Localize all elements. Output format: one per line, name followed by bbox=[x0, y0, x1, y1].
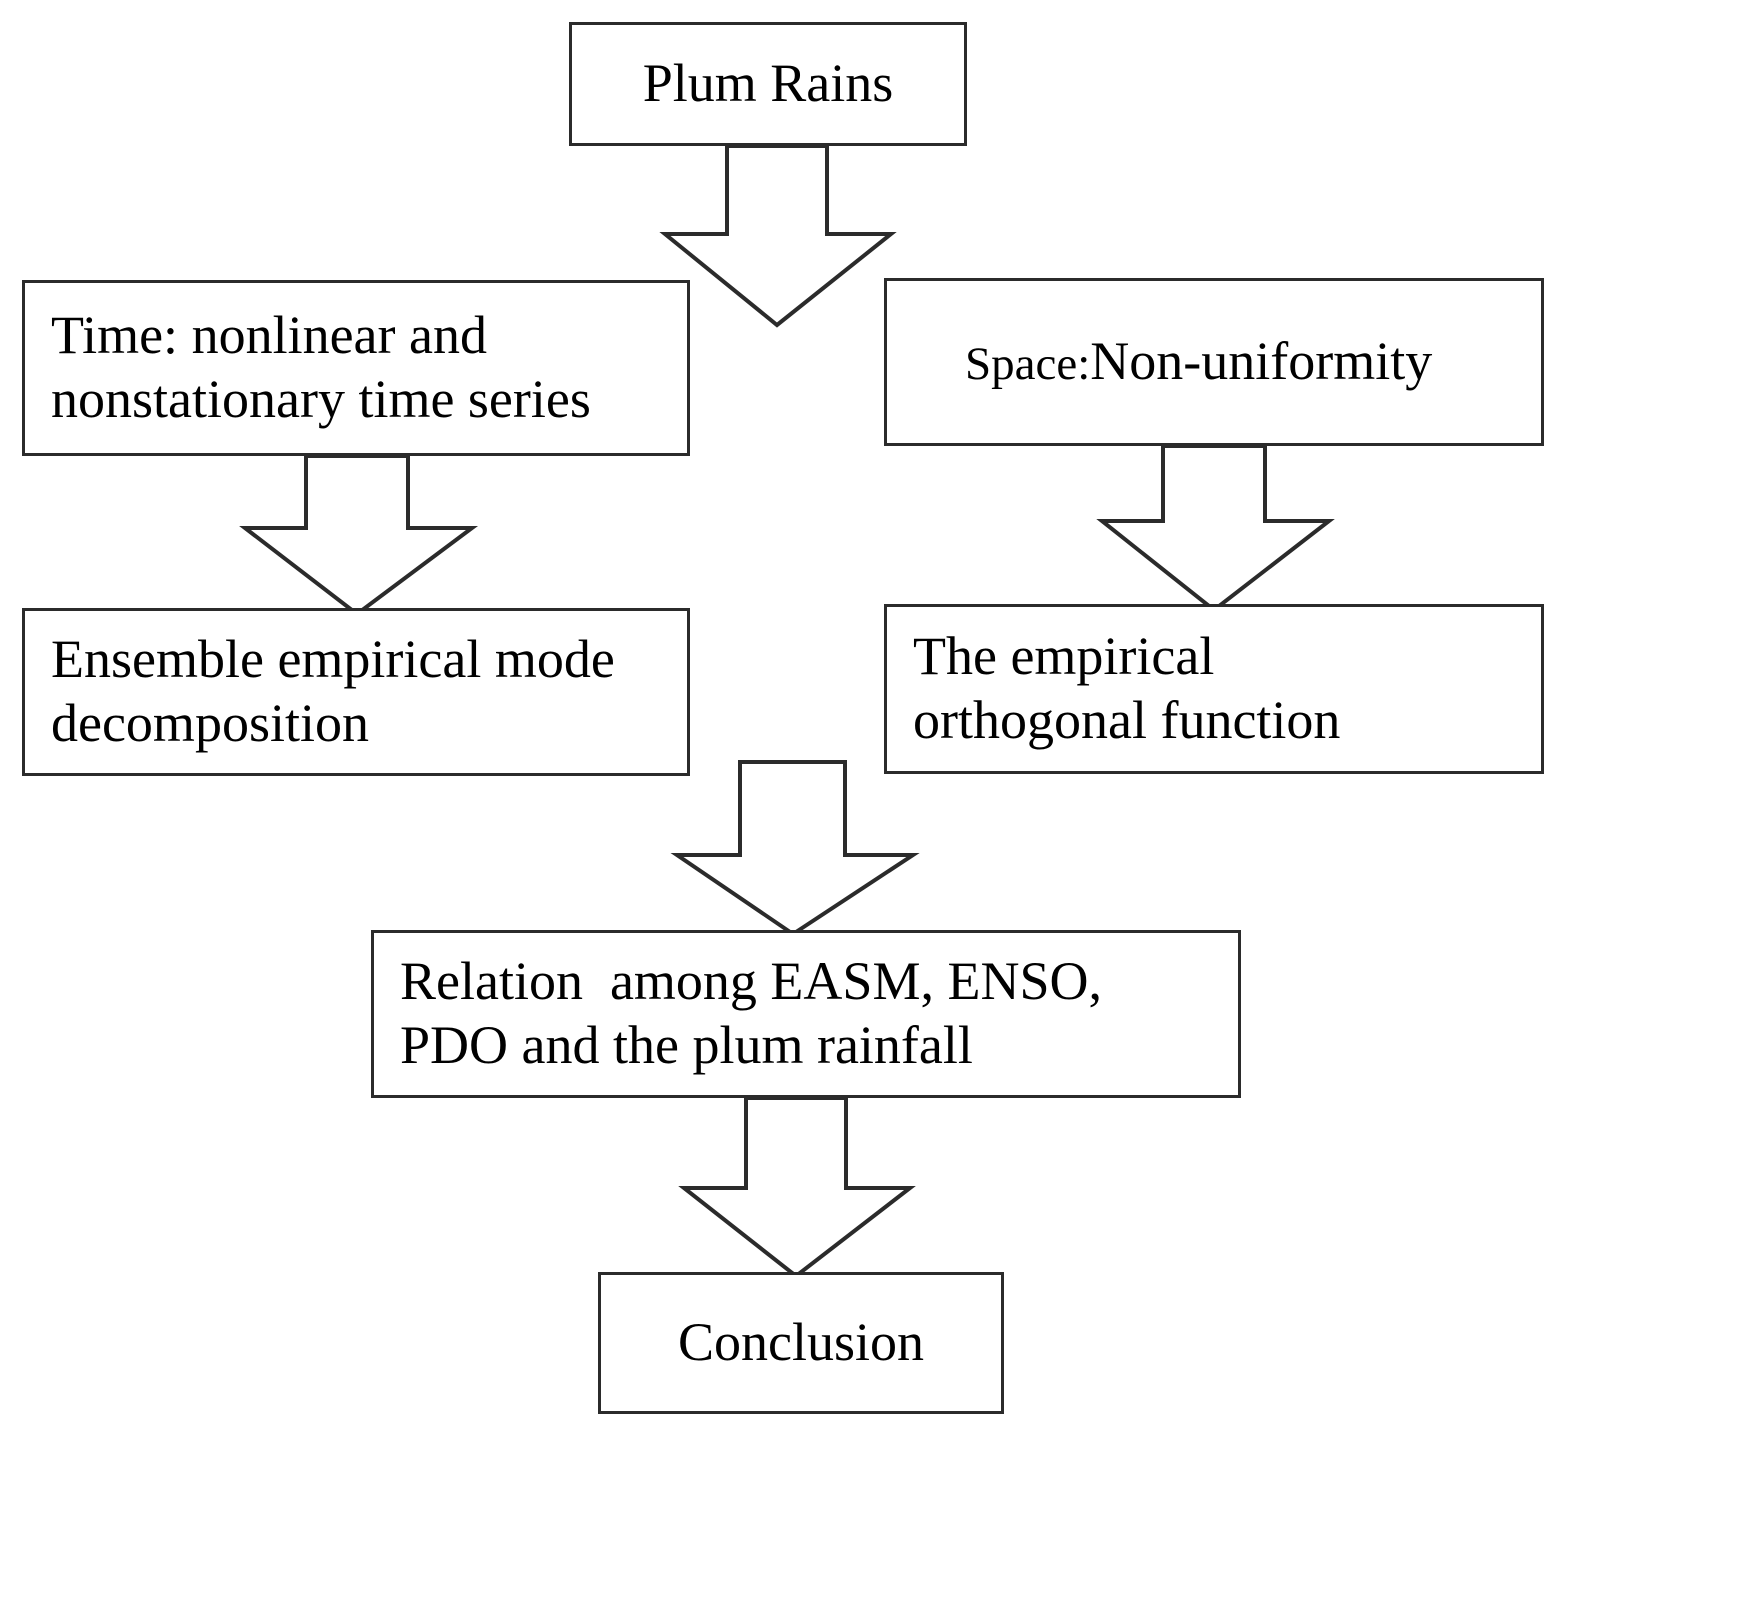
node-conclusion[interactable]: Conclusion bbox=[598, 1272, 1004, 1414]
node-time-line-2: nonstationary time series bbox=[51, 369, 591, 429]
node-relation-line-2: PDO and the plum rainfall bbox=[400, 1015, 973, 1075]
node-space[interactable]: Space:Non-uniformity bbox=[884, 278, 1544, 446]
node-time[interactable]: Time: nonlinear and nonstationary time s… bbox=[22, 280, 690, 456]
node-eof-line-1: The empirical bbox=[913, 626, 1215, 687]
node-plum-rains[interactable]: Plum Rains bbox=[569, 22, 967, 146]
node-plum-rains-line-1: Plum Rains bbox=[642, 53, 894, 114]
node-space-label-value: Non-uniformity bbox=[1090, 331, 1433, 392]
node-conclusion-line-1: Conclusion bbox=[677, 1312, 924, 1373]
node-eof[interactable]: The empirical orthogonal function bbox=[884, 604, 1544, 774]
node-relation-line-1: Relation among EASM, ENSO, bbox=[400, 951, 1102, 1012]
node-eemd-line-1: Ensemble empirical mode bbox=[51, 629, 615, 690]
node-space-line-1: Space:Non-uniformity bbox=[887, 330, 1541, 394]
node-eemd-line-2: decomposition bbox=[51, 693, 369, 753]
edge-space-to-eof-arrow bbox=[1096, 444, 1335, 613]
node-time-line-1: Time: nonlinear and bbox=[51, 305, 487, 366]
edge-relation-to-conclusion-arrow bbox=[678, 1096, 916, 1279]
node-relation[interactable]: Relation among EASM, ENSO, PDO and the p… bbox=[371, 930, 1241, 1098]
edge-time-to-eemd-arrow bbox=[239, 454, 479, 617]
node-space-label-prefix: Space: bbox=[965, 338, 1091, 391]
edge-methods-to-relation-arrow bbox=[670, 760, 920, 937]
node-eemd[interactable]: Ensemble empirical mode decomposition bbox=[22, 608, 690, 776]
node-eof-line-2: orthogonal function bbox=[913, 690, 1341, 750]
edge-plum-to-branches-arrow bbox=[659, 144, 897, 328]
